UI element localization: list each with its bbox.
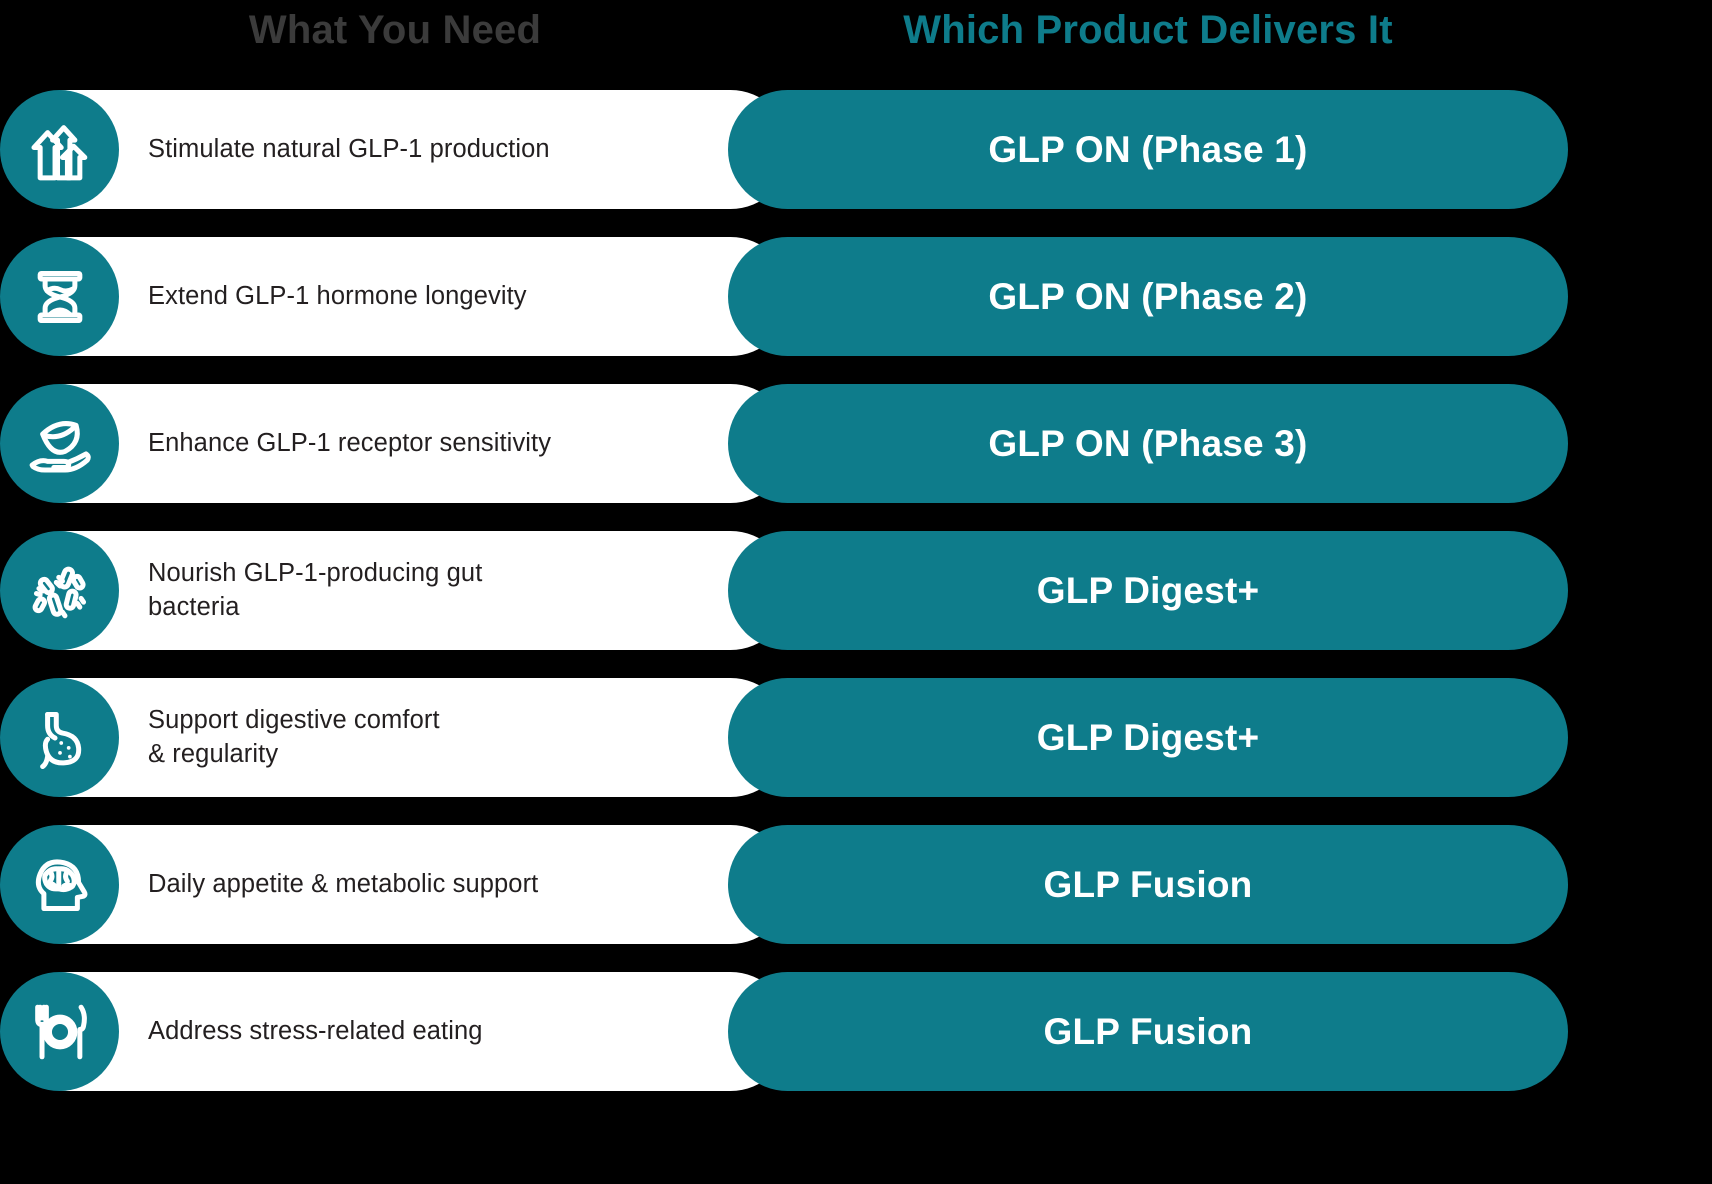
need-line-1: Enhance GLP-1 receptor sensitivity: [148, 428, 552, 457]
need-line-1: Support digestive comfort: [148, 705, 440, 734]
product-pill[interactable]: GLP ON (Phase 1): [728, 90, 1568, 209]
comparison-row: Support digestive comfort & regularity G…: [0, 678, 1568, 797]
need-label: Address stress-related eating: [148, 1015, 748, 1049]
need-pill[interactable]: Daily appetite & metabolic support: [8, 825, 790, 944]
need-pill[interactable]: Address stress-related eating: [8, 972, 790, 1091]
need-label: Daily appetite & metabolic support: [148, 868, 748, 902]
comparison-row: Stimulate natural GLP-1 production GLP O…: [0, 90, 1568, 209]
need-line-1: Nourish GLP-1-producing gut: [148, 558, 483, 587]
comparison-row: Extend GLP-1 hormone longevity GLP ON (P…: [0, 237, 1568, 356]
plate-fork-knife-icon: [0, 972, 119, 1091]
need-line-1: Stimulate natural GLP-1 production: [148, 134, 550, 163]
need-pill[interactable]: Extend GLP-1 hormone longevity: [8, 237, 790, 356]
product-label: GLP ON (Phase 1): [988, 128, 1308, 170]
product-pill[interactable]: GLP Digest+: [728, 531, 1568, 650]
need-line-1: Address stress-related eating: [148, 1016, 483, 1045]
need-line-1: Extend GLP-1 hormone longevity: [148, 281, 527, 310]
need-label: Nourish GLP-1-producing gut bacteria: [148, 557, 748, 624]
stomach-icon: [0, 678, 119, 797]
need-line-2: bacteria: [148, 592, 240, 621]
product-label: GLP ON (Phase 3): [988, 422, 1308, 464]
need-pill[interactable]: Nourish GLP-1-producing gut bacteria: [8, 531, 790, 650]
head-brain-icon: [0, 825, 119, 944]
growth-arrows-icon: [0, 90, 119, 209]
need-pill[interactable]: Support digestive comfort & regularity: [8, 678, 790, 797]
header-what-you-need: What You Need: [248, 8, 542, 52]
product-label: GLP Fusion: [1043, 863, 1253, 905]
need-pill[interactable]: Stimulate natural GLP-1 production: [8, 90, 790, 209]
comparison-row: Nourish GLP-1-producing gut bacteria GLP…: [0, 531, 1568, 650]
need-label: Stimulate natural GLP-1 production: [148, 133, 748, 167]
header-which-product: Which Product Delivers It: [903, 8, 1393, 52]
product-pill[interactable]: GLP Fusion: [728, 825, 1568, 944]
need-pill[interactable]: Enhance GLP-1 receptor sensitivity: [8, 384, 790, 503]
comparison-row: Address stress-related eating GLP Fusion: [0, 972, 1568, 1091]
product-label: GLP Digest+: [1036, 569, 1260, 611]
hourglass-icon: [0, 237, 119, 356]
need-label: Extend GLP-1 hormone longevity: [148, 280, 748, 314]
need-line-2: & regularity: [148, 739, 279, 768]
need-label: Enhance GLP-1 receptor sensitivity: [148, 427, 748, 461]
product-label: GLP ON (Phase 2): [988, 275, 1308, 317]
gut-bacteria-icon: [0, 531, 119, 650]
product-label: GLP Digest+: [1036, 716, 1260, 758]
need-line-1: Daily appetite & metabolic support: [148, 869, 539, 898]
product-pill[interactable]: GLP Digest+: [728, 678, 1568, 797]
leaf-in-hand-icon: [0, 384, 119, 503]
product-pill[interactable]: GLP ON (Phase 3): [728, 384, 1568, 503]
need-label: Support digestive comfort & regularity: [148, 704, 748, 771]
comparison-row: Enhance GLP-1 receptor sensitivity GLP O…: [0, 384, 1568, 503]
product-label: GLP Fusion: [1043, 1010, 1253, 1052]
comparison-row: Daily appetite & metabolic support GLP F…: [0, 825, 1568, 944]
column-headers: What You Need Which Product Delivers It: [0, 0, 1568, 78]
product-pill[interactable]: GLP Fusion: [728, 972, 1568, 1091]
product-pill[interactable]: GLP ON (Phase 2): [728, 237, 1568, 356]
